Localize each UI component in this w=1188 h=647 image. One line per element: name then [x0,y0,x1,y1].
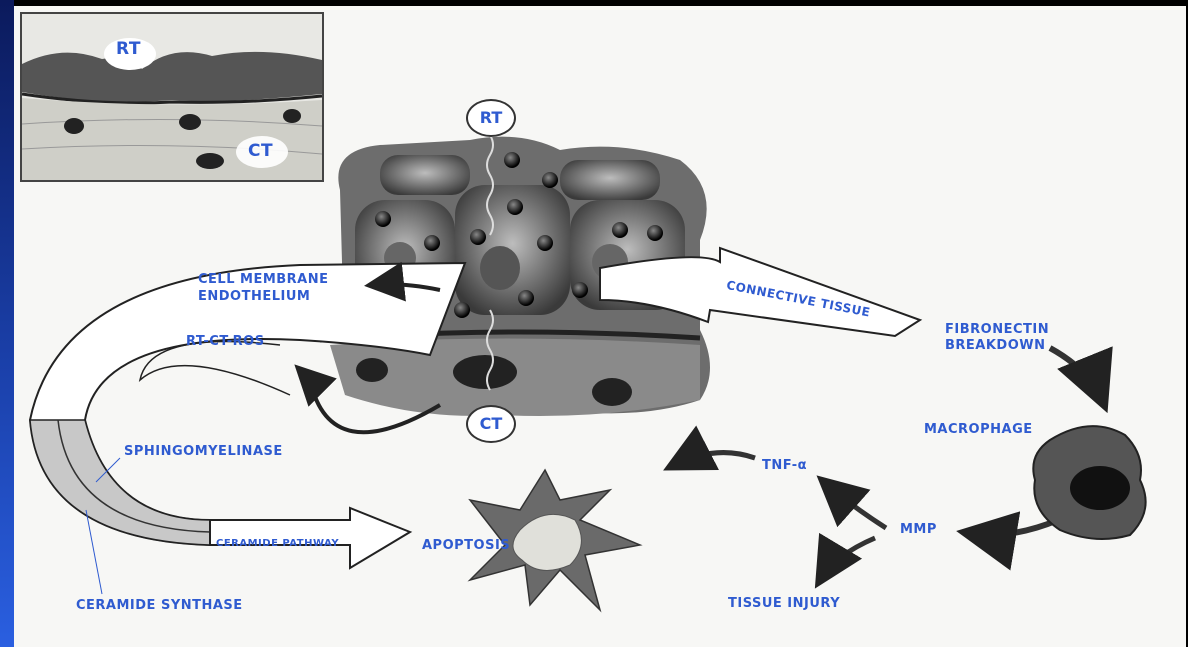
macrophage-nucleus [1070,466,1130,510]
cell-nucleus [480,246,520,290]
apoptosis-label: APOPTOSIS [422,538,510,553]
macrophage-label: MACROPHAGE [924,422,1033,437]
band-shaded-section [30,420,210,545]
arrow-fibronectin-to-macrophage [1050,348,1103,402]
arrow-macrophage-to-mmp [968,520,1058,535]
stroma-cell [356,358,388,382]
stroma-cell [592,378,632,406]
endothelium-label: ENDOTHELIUM [198,289,310,304]
stroma-cell [453,355,517,389]
rt-ct-ros-label: RT-CT-ROS [186,334,265,349]
ceramide-pathway-label: CERAMIDE PATHWAY [216,536,339,551]
arrow-mmp-to-injury [820,538,875,580]
arrow-tnf-to-apoptosis [672,453,755,466]
cell-membrane-label: CELL MEMBRANE [198,272,329,287]
rt-circle-label: RT [466,99,516,137]
tnf-alpha-label: TNF-α [762,458,807,473]
ct-circle-label: CT [466,405,516,443]
fibronectin-label: FIBRONECTIN [945,322,1049,337]
tissue-injury-label: TISSUE INJURY [728,596,840,611]
ceramide-synthase-label: CERAMIDE SYNTHASE [76,598,243,613]
mmp-label: MMP [900,522,937,537]
tissue-cell [380,155,470,195]
tissue-cell [560,160,660,200]
breakdown-label: BREAKDOWN [945,338,1046,353]
sphingomyelinase-label: SPHINGOMYELINASE [124,444,283,459]
arrow-mmp-to-tnf [824,482,886,528]
